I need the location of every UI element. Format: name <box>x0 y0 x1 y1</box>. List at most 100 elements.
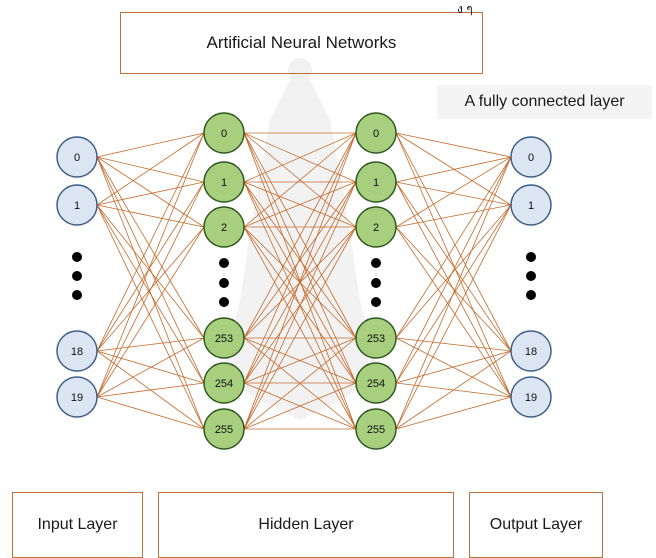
connection-line <box>395 132 512 158</box>
hidden2-node: 1 <box>355 161 397 203</box>
connection-line <box>395 181 512 206</box>
connection-line <box>243 132 357 384</box>
hidden1-node-circle <box>203 206 245 248</box>
connection-line <box>243 226 357 430</box>
hidden2-node-label: 2 <box>373 222 379 234</box>
connection-line <box>395 204 512 430</box>
input-node-label: 1 <box>74 200 80 212</box>
hidden1-node-label: 253 <box>215 333 233 345</box>
connection-line <box>96 204 205 384</box>
hidden1-node-label: 0 <box>221 128 227 140</box>
connection-line <box>243 132 357 339</box>
connection-line <box>395 204 512 228</box>
connection-line <box>96 181 205 398</box>
output-node: 1 <box>510 184 552 226</box>
connection-line <box>243 382 357 430</box>
hidden1-node: 1 <box>203 161 245 203</box>
hidden1-node: 0 <box>203 112 245 154</box>
input-node: 18 <box>56 330 98 372</box>
connection-line <box>395 156 512 339</box>
ellipsis-dot <box>526 290 536 300</box>
ellipsis-dot <box>371 258 381 268</box>
ellipsis-dot <box>72 252 82 262</box>
hidden2-node: 254 <box>355 362 397 404</box>
connection-line <box>96 132 205 158</box>
hidden2-node: 0 <box>355 112 397 154</box>
connection-line <box>395 226 512 398</box>
connection-line <box>395 132 512 398</box>
ellipsis-dot <box>72 290 82 300</box>
connection-line <box>243 337 357 384</box>
input-node-circle <box>56 376 98 418</box>
connection-line <box>395 350 512 430</box>
hidden1-node: 253 <box>203 317 245 359</box>
connection-line <box>395 156 512 228</box>
hidden1-node-label: 255 <box>215 424 233 436</box>
connection-line <box>395 156 512 183</box>
fully-connected-label: A fully connected layer <box>437 85 652 119</box>
connection-line <box>96 156 205 183</box>
ellipsis-dot <box>219 278 229 288</box>
hidden2-node: 2 <box>355 206 397 248</box>
hidden1-node-label: 2 <box>221 222 227 234</box>
hidden2-node-label: 0 <box>373 128 379 140</box>
input-node: 0 <box>56 136 98 178</box>
connection-line <box>96 226 205 398</box>
ellipsis-dot <box>371 278 381 288</box>
output-node-circle <box>510 136 552 178</box>
connection-line <box>243 132 357 430</box>
output-node-circle <box>510 184 552 226</box>
connection-line <box>395 132 512 352</box>
connection-line <box>96 156 205 384</box>
input-node-circle <box>56 184 98 226</box>
hidden2-node-circle <box>355 362 397 404</box>
connection-line <box>96 156 205 228</box>
corner-text: ง ๆ <box>457 2 473 16</box>
connection-lines <box>96 132 512 430</box>
connection-line <box>395 204 512 339</box>
hidden1-node-circle <box>203 408 245 450</box>
hidden2-node-circle <box>355 317 397 359</box>
connection-line <box>96 156 205 430</box>
output-node: 0 <box>510 136 552 178</box>
connection-line <box>96 132 205 352</box>
ellipsis-dot <box>371 297 381 307</box>
connection-line <box>243 132 357 228</box>
input-node-circle <box>56 136 98 178</box>
connection-line <box>96 396 205 430</box>
hidden1-node: 2 <box>203 206 245 248</box>
connection-line <box>395 226 512 352</box>
output-node-label: 1 <box>528 200 534 212</box>
connection-line <box>96 337 205 352</box>
ellipsis-dot <box>219 297 229 307</box>
input-node-label: 18 <box>71 346 83 358</box>
connection-line <box>243 132 357 183</box>
input-node: 19 <box>56 376 98 418</box>
ellipsis-dot <box>219 258 229 268</box>
connection-line <box>96 204 205 228</box>
hidden-layer-label: Hidden Layer <box>158 492 454 558</box>
connection-line <box>395 337 512 398</box>
connection-line <box>395 181 512 352</box>
connection-line <box>395 156 512 430</box>
input-node-label: 19 <box>71 392 83 404</box>
connection-line <box>96 204 205 430</box>
hidden2-node-circle <box>355 161 397 203</box>
output-node: 18 <box>510 330 552 372</box>
output-node-label: 19 <box>525 392 537 404</box>
hidden1-node-circle <box>203 112 245 154</box>
output-node-label: 18 <box>525 346 537 358</box>
input-node-circle <box>56 330 98 372</box>
connection-line <box>96 204 205 339</box>
connection-line <box>96 382 205 398</box>
connection-line <box>395 350 512 384</box>
connection-line <box>243 181 357 339</box>
hidden2-node-circle <box>355 112 397 154</box>
output-node-circle <box>510 330 552 372</box>
hidden2-node: 253 <box>355 317 397 359</box>
hidden1-node-circle <box>203 362 245 404</box>
connection-line <box>395 337 512 352</box>
hidden1-node-circle <box>203 161 245 203</box>
hidden1-node: 254 <box>203 362 245 404</box>
hidden2-node-label: 254 <box>367 378 385 390</box>
